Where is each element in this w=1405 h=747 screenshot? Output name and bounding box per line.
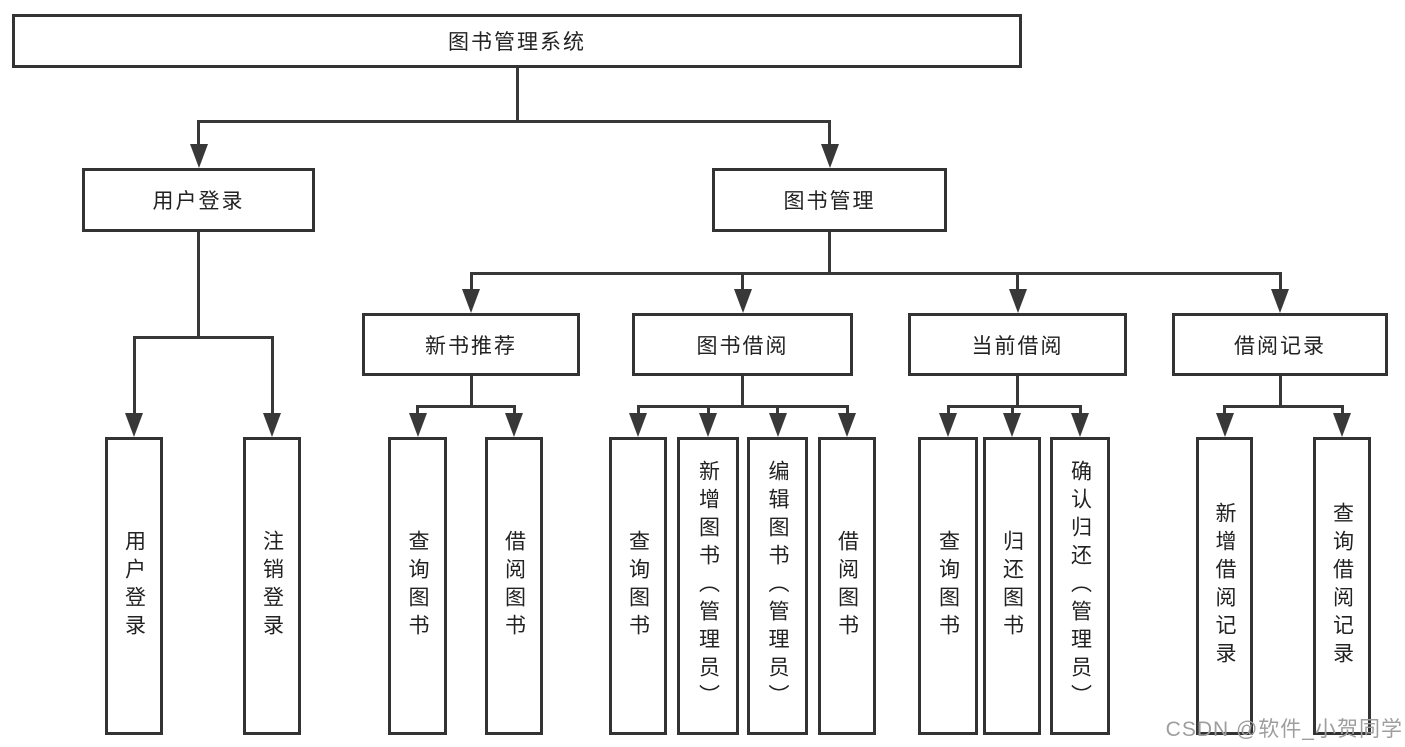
node-book-borrowing: 图书借阅 <box>632 313 853 376</box>
node-borrow-edit-books: 编辑图书（管理员） <box>747 437 808 735</box>
node-current-return-books: 归还图书 <box>983 437 1041 735</box>
arrow-down-icon <box>1003 413 1021 437</box>
arrow-down-icon <box>820 144 839 168</box>
node-records-query-record: 查询借阅记录 <box>1313 437 1371 735</box>
connector-line <box>416 405 419 415</box>
connector-line <box>197 120 200 146</box>
connector-line <box>416 405 516 408</box>
arrow-down-icon <box>939 413 957 437</box>
node-user-login: 用户登录 <box>82 168 315 232</box>
arrow-down-icon <box>505 413 523 437</box>
node-records-add-record: 新增借阅记录 <box>1196 437 1253 735</box>
connector-line <box>828 232 831 272</box>
connector-line <box>1278 272 1282 291</box>
connector-line <box>636 405 640 415</box>
node-recommend-query-books: 查询图书 <box>388 437 447 735</box>
connector-line <box>1223 405 1226 415</box>
arrow-down-icon <box>1271 289 1289 313</box>
arrow-down-icon <box>838 413 856 437</box>
node-book-management: 图书管理 <box>712 168 947 232</box>
arrow-down-icon <box>462 289 480 313</box>
connector-line <box>828 120 831 146</box>
connector-line <box>1010 405 1014 415</box>
connector-line <box>197 232 200 336</box>
connector-line <box>946 405 950 415</box>
arrow-down-icon <box>408 413 427 437</box>
connector-line <box>270 336 274 415</box>
node-logout-action: 注销登录 <box>243 437 301 735</box>
connector-line <box>197 120 831 123</box>
node-borrowing-records: 借阅记录 <box>1172 313 1388 376</box>
arrow-down-icon <box>733 289 752 313</box>
arrow-down-icon <box>263 413 281 437</box>
connector-line <box>776 405 779 415</box>
node-current-borrowing: 当前借阅 <box>908 313 1127 376</box>
node-library-system: 图书管理系统 <box>12 14 1022 68</box>
connector-line <box>636 405 849 408</box>
arrow-down-icon <box>189 144 208 168</box>
arrow-down-icon <box>1215 413 1234 437</box>
arrow-down-icon <box>768 413 787 437</box>
arrow-down-icon <box>1333 413 1351 437</box>
connector-line <box>1223 405 1344 408</box>
connector-line <box>1340 405 1344 415</box>
connector-line <box>946 405 1082 408</box>
connector-line <box>132 336 274 339</box>
connector-line <box>1278 376 1282 405</box>
watermark: CSDN @软件_小贺同学 <box>1165 718 1403 741</box>
connector-line <box>1078 405 1082 415</box>
node-current-confirm-return: 确认归还（管理员） <box>1050 437 1110 735</box>
node-borrow-query-books: 查询图书 <box>609 437 667 735</box>
node-user-login-action: 用户登录 <box>105 437 163 735</box>
arrow-down-icon <box>1071 413 1089 437</box>
connector-line <box>512 405 516 415</box>
connector-line <box>1016 272 1019 291</box>
connector-line <box>132 336 136 415</box>
connector-line <box>469 272 473 291</box>
connector-line <box>741 376 744 405</box>
arrow-down-icon <box>1008 289 1027 313</box>
node-new-book-recommendation: 新书推荐 <box>362 313 580 376</box>
connector-line <box>469 376 473 405</box>
node-borrow-add-books: 新增图书（管理员） <box>677 437 739 735</box>
connector-line <box>741 272 744 291</box>
connector-line <box>1016 376 1019 405</box>
connector-line <box>515 68 519 120</box>
connector-line <box>845 405 849 415</box>
connector-line <box>706 405 710 415</box>
arrow-down-icon <box>699 413 717 437</box>
node-borrow-borrow-books: 借阅图书 <box>818 437 876 735</box>
connector-line <box>469 272 1282 275</box>
arrow-down-icon <box>125 413 143 437</box>
node-current-query-books: 查询图书 <box>918 437 978 735</box>
node-recommend-borrow-books: 借阅图书 <box>485 437 543 735</box>
arrow-down-icon <box>629 413 647 437</box>
